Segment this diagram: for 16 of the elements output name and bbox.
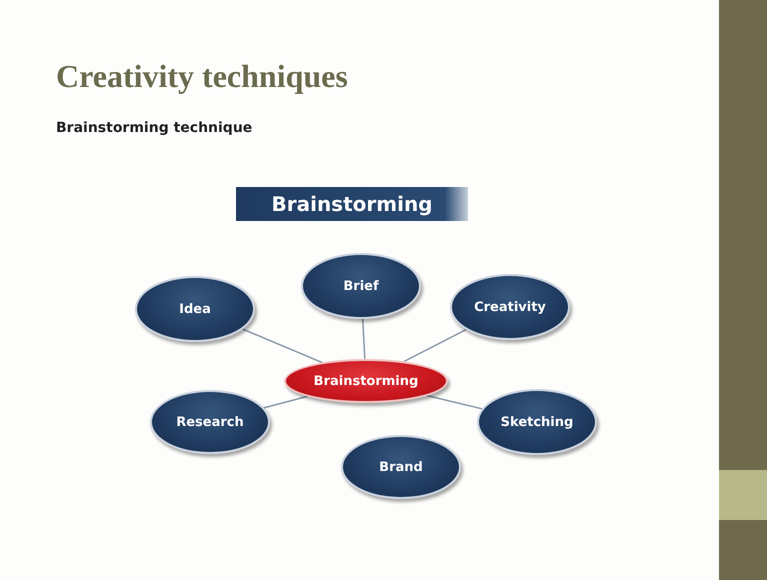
node-label: Idea (179, 302, 211, 316)
connector-line (242, 328, 322, 364)
central-oval (284, 359, 448, 403)
node-label: Sketching (500, 414, 574, 430)
node-label: Brainstorming (271, 192, 432, 216)
node-label: Brand (379, 460, 423, 474)
connector-line (426, 394, 482, 410)
title-banner (236, 187, 468, 221)
node-label: Creativity (474, 300, 546, 314)
subtitle: Brainstorming technique (56, 120, 252, 136)
node-label: Brainstorming (314, 374, 418, 388)
node-label: Research (176, 414, 244, 430)
connector-line (264, 396, 308, 409)
slide-title: Creativity techniques (56, 58, 348, 95)
node-label: Brief (343, 278, 379, 294)
connector-line (362, 318, 366, 360)
